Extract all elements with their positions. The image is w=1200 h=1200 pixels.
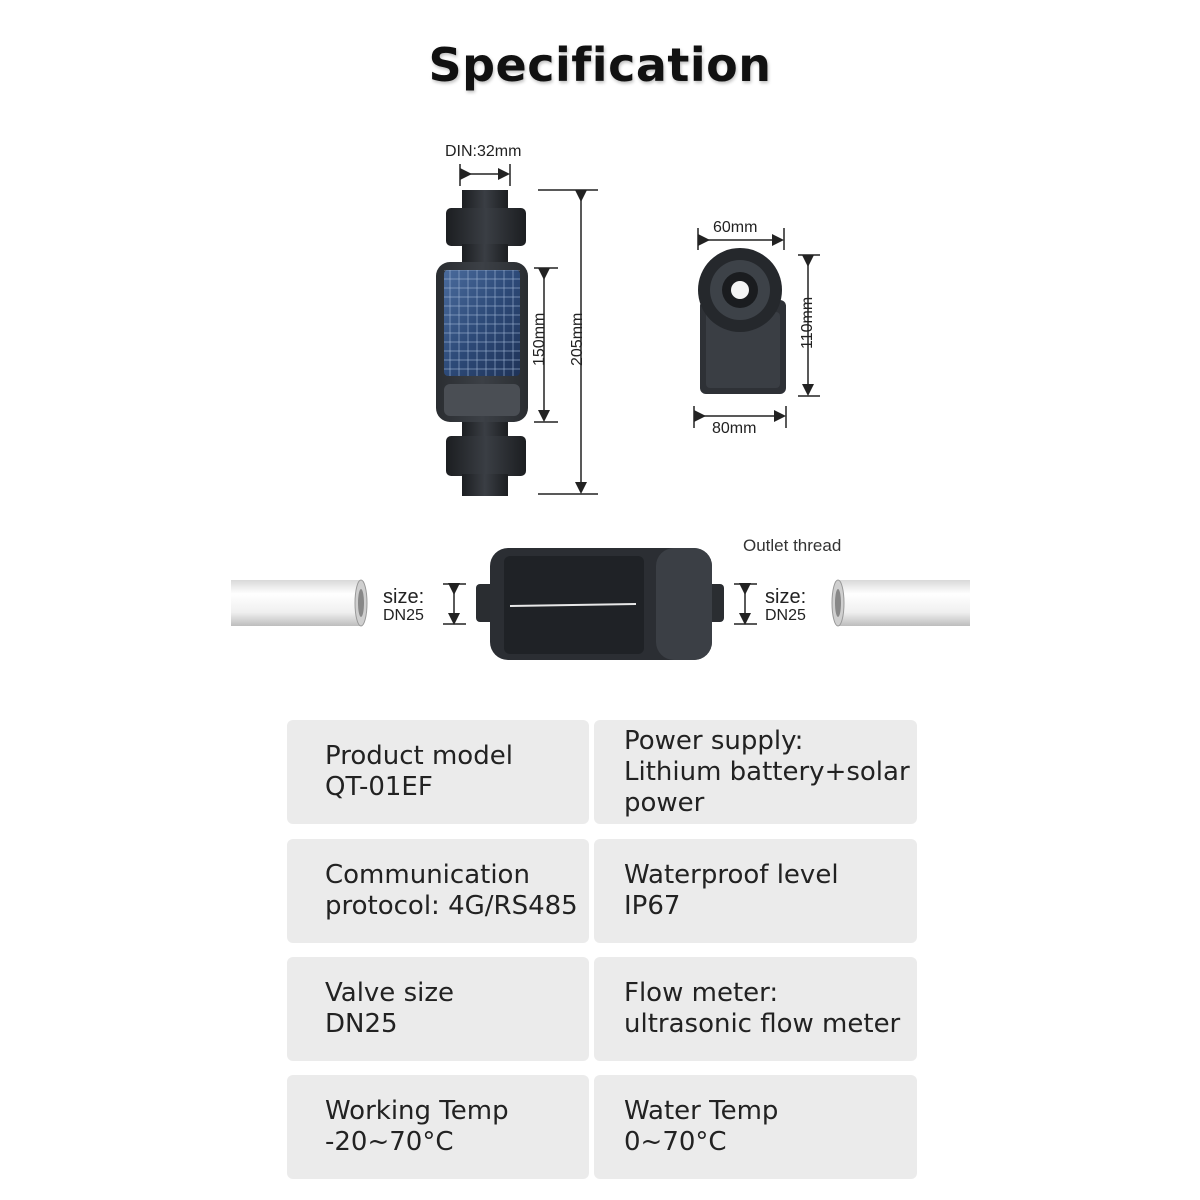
- height-150-label: 150mm: [531, 312, 548, 366]
- right-size-label: size: DN25: [765, 586, 807, 624]
- page-title: Specification: [428, 38, 772, 92]
- spec-cell-product-model: Product model QT-01EF: [287, 720, 589, 824]
- spec-cell-valve-size: Valve size DN25: [287, 957, 589, 1061]
- width-80-label: 80mm: [712, 420, 757, 437]
- valve-side-view: [698, 248, 786, 394]
- spec-cell-water-temp: Water Temp 0~70°C: [594, 1075, 917, 1179]
- spec-cell-communication: Communication protocol: 4G/RS485: [287, 839, 589, 943]
- spec-cell-power-supply: Power supply: Lithium battery+solar powe…: [594, 720, 917, 824]
- outlet-thread-label: Outlet thread: [743, 536, 842, 555]
- height-110-label: 110mm: [799, 296, 816, 349]
- spec-cell-working-temp: Working Temp -20~70°C: [287, 1075, 589, 1179]
- pipe-installation-view: [231, 548, 970, 660]
- valve-front-view: [436, 190, 528, 496]
- width-60-label: 60mm: [713, 219, 758, 236]
- din-dimension-label: DIN:32mm: [445, 143, 522, 160]
- spec-cell-waterproof: Waterproof level IP67: [594, 839, 917, 943]
- left-size-label: size: DN25: [383, 586, 425, 624]
- height-205-label: 205mm: [569, 312, 586, 366]
- product-illustration: [231, 164, 970, 660]
- spec-cell-flow-meter: Flow meter: ultrasonic flow meter: [594, 957, 917, 1061]
